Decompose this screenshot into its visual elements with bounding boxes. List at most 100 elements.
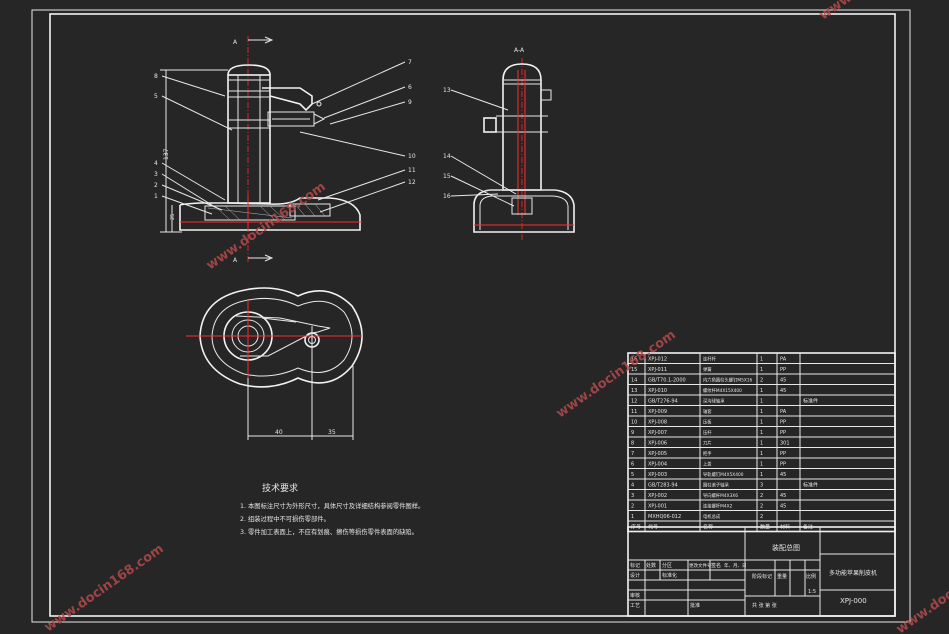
bom-cell: PP — [780, 430, 786, 436]
bom-cell: XPJ-012 — [648, 357, 667, 363]
bom-cell: 1 — [760, 472, 763, 478]
bom-cell: XPJ-008 — [648, 420, 667, 426]
callout-14: 14 — [443, 153, 451, 160]
bom-cell: XPJ-003 — [648, 472, 667, 478]
design-label: 设计 — [630, 572, 640, 579]
callout-3: 3 — [154, 171, 158, 178]
bom-cell: 深沟球轴承 — [703, 398, 725, 405]
approve-label: 批准 — [690, 602, 700, 609]
scale-label: 比例 — [806, 573, 816, 580]
inner-frame — [49, 13, 896, 617]
bom-cell: PP — [780, 367, 786, 373]
bom-cell: MXHQ06-012 — [648, 514, 681, 520]
bom-cell: XPJ-001 — [648, 504, 667, 510]
side-section-view: A-A 13 14 15 16 — [443, 47, 575, 240]
tech-item-3: 3. 零件加工表面上，不应有划痕、擦伤等损伤零件表面的缺陷。 — [240, 527, 418, 536]
watermark-1: www.docin168.com — [204, 180, 329, 274]
change-label: 更改文件号 — [689, 562, 712, 569]
callout-7: 7 — [408, 59, 412, 66]
dim-width-left: 40 — [275, 429, 283, 436]
bom-cell: 3 — [631, 493, 634, 499]
bom-cell: 8 — [631, 441, 634, 447]
watermark-5: www.docin168.com — [894, 544, 949, 634]
stage-mark-label: 阶段标记 — [752, 573, 772, 580]
front-base — [179, 197, 361, 231]
bom-cell: 45 — [780, 378, 786, 384]
bom-cell: PA — [780, 409, 787, 415]
bom-cell: 9 — [631, 430, 634, 436]
bom-cell: XPJ-004 — [648, 462, 667, 468]
bom-cell: 5 — [631, 472, 634, 478]
bom-cell: 2 — [760, 504, 763, 510]
bom-cell: 11 — [631, 409, 637, 415]
callout-2: 2 — [154, 182, 158, 189]
bom-cell: XPJ-005 — [648, 451, 667, 457]
dim-base-height: 25 — [170, 214, 176, 220]
bom-cell: 刀片 — [703, 440, 712, 447]
callout-11: 11 — [408, 167, 416, 174]
bom-cell: PP — [780, 420, 786, 426]
callout-10: 10 — [408, 153, 416, 160]
section-title: A-A — [514, 47, 525, 54]
callout-5: 5 — [154, 93, 158, 100]
bom-cell: 1 — [760, 388, 763, 394]
bom-cell: XPJ-010 — [648, 388, 667, 394]
bom-cell: 1 — [760, 462, 763, 468]
bom-cell: 1 — [760, 441, 763, 447]
bom-cell: 连接螺杆M4X2 — [703, 503, 733, 510]
bom-frame — [627, 352, 896, 533]
callout-8: 8 — [154, 73, 158, 80]
bom-cell: 3 — [760, 483, 763, 489]
bom-cell: 内六角圆柱头螺钉M5X16 — [703, 377, 752, 384]
count-label: 处数 — [646, 562, 656, 569]
sheet-count: 共 张 第 张 — [752, 602, 777, 609]
callout-9: 9 — [408, 99, 412, 106]
bom-cell: PA — [780, 357, 787, 363]
bom-cell: 2 — [760, 514, 763, 520]
bom-cell: 4 — [631, 483, 634, 489]
tech-item-1: 1. 本图标注尺寸为外形尺寸，具体尺寸及详细结构参阅零件图样。 — [240, 501, 424, 510]
bom-cell: 连杆杆 — [703, 356, 717, 363]
bom-cell: 301 — [780, 441, 790, 447]
bom-cell: 15 — [631, 367, 637, 373]
dim-width-right: 35 — [328, 429, 336, 436]
bom-cell: 把手 — [703, 450, 712, 457]
process-label: 工艺 — [630, 603, 640, 609]
watermark-4: www.docin168.com — [817, 0, 942, 23]
bom-cell: 45 — [780, 472, 786, 478]
callout-16: 16 — [443, 193, 451, 200]
scale-value: 1:5 — [808, 589, 816, 595]
callout-12: 12 — [408, 179, 416, 186]
bom-cell: 导向螺杆M4X3X6 — [703, 492, 738, 499]
bom-cell: 1 — [631, 514, 634, 520]
bom-cell: 导轨螺钉M4X5X400 — [703, 471, 744, 478]
bom-cell: 电机总成 — [703, 513, 721, 520]
bom-cell: 弹簧 — [703, 366, 712, 373]
bom-cell: PP — [780, 451, 786, 457]
bom-cell: 1 — [760, 357, 763, 363]
standard-label: 标准化 — [662, 572, 677, 579]
date-label: 年、月、日 — [724, 562, 747, 569]
bom-cell: 1 — [760, 430, 763, 436]
product-name: 多功能苹果削皮机 — [829, 569, 877, 577]
main-column — [227, 74, 271, 204]
bom-cell: XPJ-009 — [648, 409, 667, 415]
bom-cell: 14 — [631, 378, 637, 384]
section-mark-bottom: A — [233, 257, 238, 264]
bom-cell: 压板 — [703, 419, 712, 426]
bom-cell: GB/T70.1-2000 — [648, 378, 686, 384]
bom-cell: 7 — [631, 451, 634, 457]
blade-holder — [267, 111, 315, 127]
motor-housing — [204, 205, 296, 221]
bom-cell: 2 — [760, 378, 763, 384]
review-label: 审核 — [630, 592, 640, 599]
drawing-name: 装配总图 — [772, 543, 800, 552]
watermark-3: www.docin168.com — [42, 542, 167, 634]
callout-6: 6 — [408, 84, 412, 91]
bom-cell: 10 — [631, 420, 637, 426]
outer-border — [31, 9, 911, 623]
bom-cell: 标准件 — [803, 398, 818, 405]
bom-cell: XPJ-006 — [648, 441, 667, 447]
bom-cell: PP — [780, 462, 786, 468]
